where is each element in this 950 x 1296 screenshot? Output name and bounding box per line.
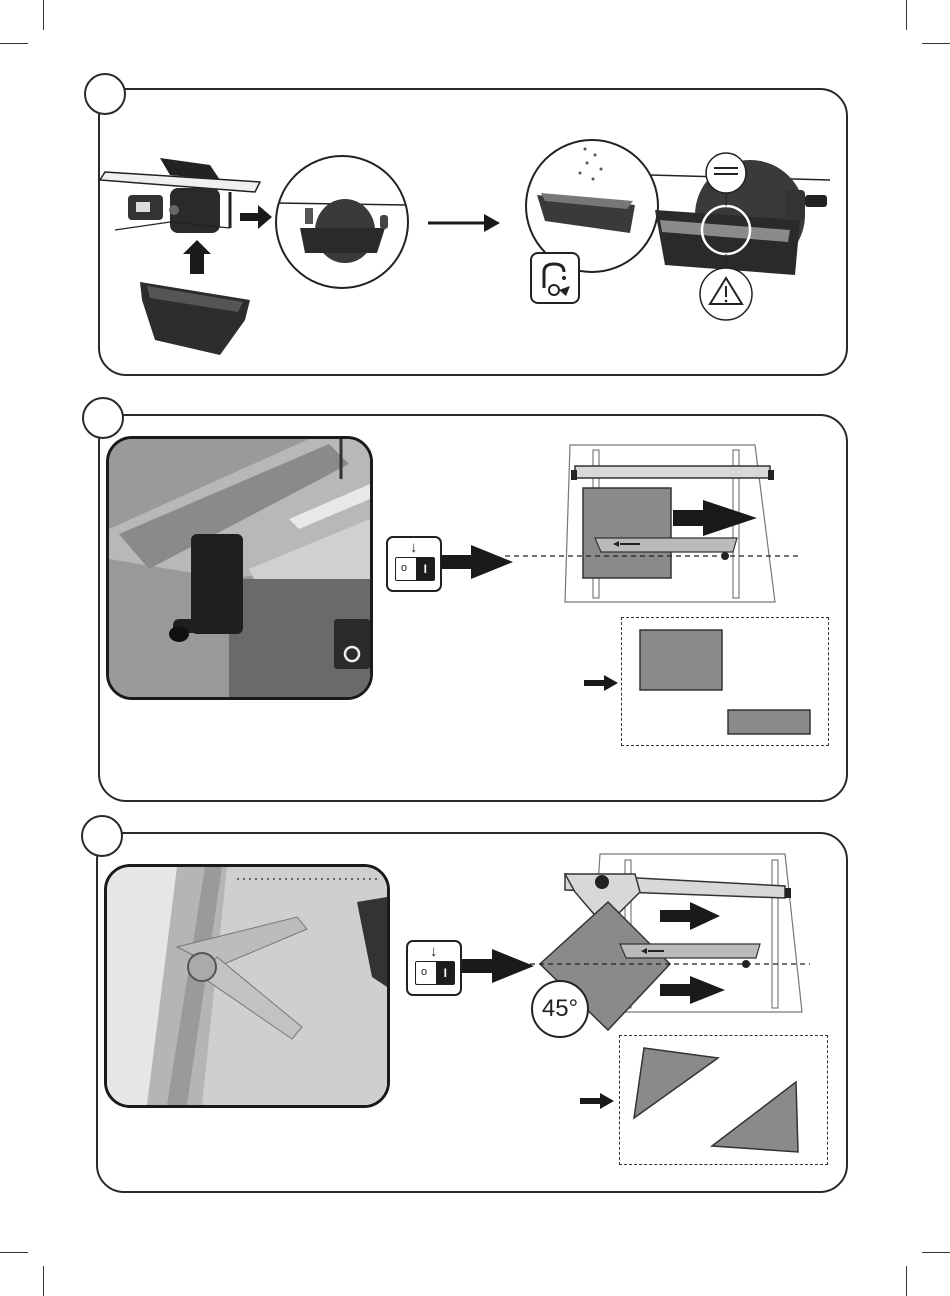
crop-mark: [906, 1266, 907, 1296]
mitre-guide-photo-drawing: [107, 867, 387, 1105]
crop-mark: [43, 0, 44, 30]
right-arrow: [240, 205, 272, 229]
angled-cut-result-box: [619, 1035, 828, 1165]
triangle-pieces: [620, 1036, 827, 1164]
power-switch-on: ↓ o I: [406, 940, 462, 996]
straight-cut-diagram: [505, 440, 800, 610]
switch-on-label: I: [444, 966, 447, 980]
crop-mark: [0, 1252, 28, 1253]
switch-rocker: I: [436, 962, 454, 984]
switch-off-label: o: [401, 561, 407, 575]
switch-on-label: I: [424, 562, 427, 576]
tray-installed-detail: [275, 153, 410, 291]
step-number-2: [82, 397, 124, 439]
press-down-arrow: ↓: [410, 540, 418, 555]
crop-mark: [922, 43, 950, 44]
angle-badge: 45°: [531, 980, 589, 1038]
small-right-arrow: [580, 1093, 614, 1109]
long-right-arrow: [428, 212, 500, 234]
mitre-guide-photo: [104, 864, 390, 1108]
cut-result-pieces: [622, 618, 828, 745]
switch-rocker: I: [416, 558, 434, 580]
crop-mark: [0, 43, 28, 44]
crop-mark: [43, 1266, 44, 1296]
big-right-arrow: [462, 949, 534, 983]
rip-fence-clamp-photo: [106, 436, 373, 700]
step-number-3: [81, 815, 123, 857]
saw-table-photo-drawing: [109, 439, 370, 697]
saw-attach-tray-illustration: [100, 150, 270, 360]
cut-result-box: [621, 617, 829, 746]
water-level-illustration: [650, 150, 850, 325]
step-number-1: [84, 73, 126, 115]
small-right-arrow: [584, 675, 618, 691]
crop-mark: [906, 0, 907, 30]
switch-off-label: o: [421, 965, 427, 979]
big-right-arrow: [441, 545, 513, 579]
press-down-arrow: ↓: [430, 944, 438, 959]
crop-mark: [922, 1252, 950, 1253]
power-switch-on: ↓ o I: [386, 536, 442, 592]
water-tap-icon: [530, 252, 580, 304]
